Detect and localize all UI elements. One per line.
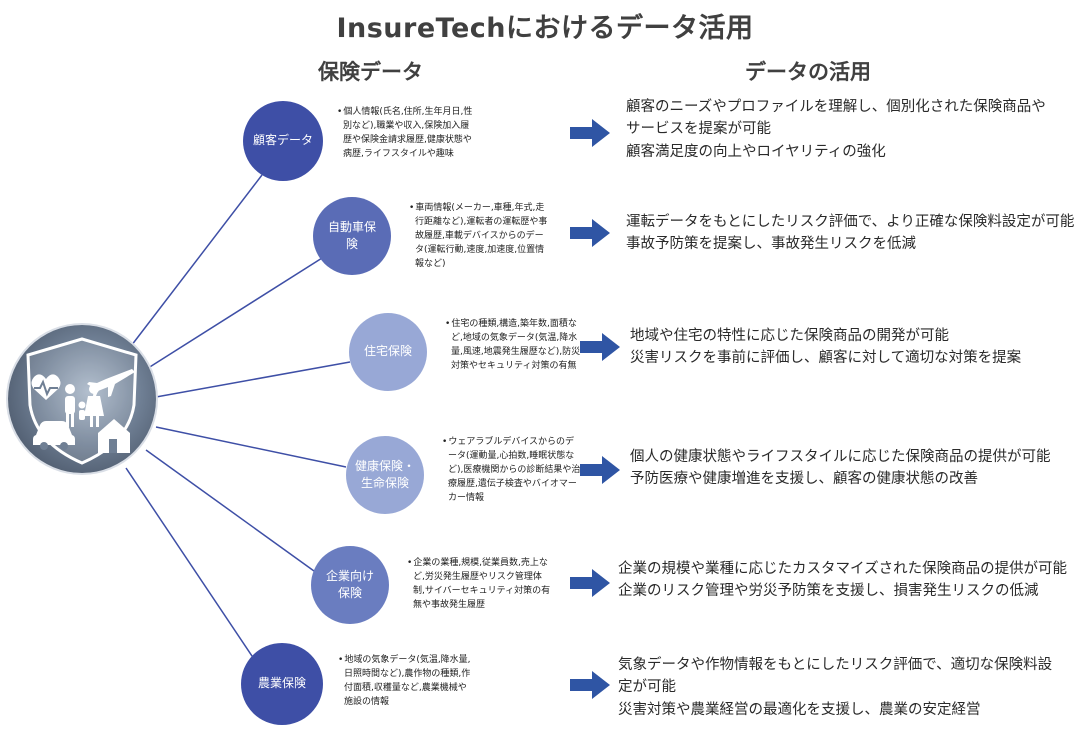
corporate-usage: 企業の規模や業種に応じたカスタマイズされた保険商品の提供が可能 企業のリスク管理… [618, 558, 1067, 603]
usage-line: 運転データをもとにしたリスク評価で、より正確な保険料設定が可能 [626, 214, 1075, 230]
node-customer-data: 顧客データ [243, 101, 323, 181]
usage-line: 災害リスクを事前に評価し、顧客に対して適切な対策を提案 [630, 350, 1022, 367]
usage-line: 顧客のニーズやプロファイルを理解し、個別化された保険商品や [626, 99, 1046, 115]
customer-data-description: 個人情報(氏名,住所,生年月日,性別など),職業や収入,保険加入履歴や保険金請求… [335, 106, 475, 162]
usage-line: 予防医療や健康増進を支援し、顧客の健康状態の改善 [630, 471, 978, 488]
auto-insurance-usage: 運転データをもとにしたリスク評価で、より正確な保険料設定が可能 事故予防策を提案… [626, 211, 1074, 256]
heart-icon [31, 374, 61, 400]
connector-line [144, 252, 331, 371]
connector-line [127, 174, 263, 351]
node-corporate-insurance: 企業向け 保険 [311, 546, 389, 624]
insurance-hub-image [8, 325, 156, 473]
arrow-right-icon [570, 569, 610, 597]
connector-line [145, 449, 315, 572]
health-life-usage: 個人の健康状態やライフスタイルに応じた保険商品の提供が可能 予防医療や健康増進を… [630, 446, 1051, 491]
usage-line: 地域や住宅の特性に応じた保険商品の開発が可能 [630, 328, 949, 344]
usage-line: 事故予防策を提案し、事故発生リスクを低減 [626, 236, 916, 253]
auto-insurance-description: 車両情報(メーカー,車種,年式,走行距離など),運転者の運転歴や事故履歴,車載デ… [407, 202, 549, 272]
node-label: 住宅保険 [363, 344, 412, 359]
usage-line: 企業のリスク管理や労災予防策を支援し、損害発生リスクの低減 [618, 583, 1039, 600]
agriculture-description: 地域の気象データ(気温,降水量,日照時間など),農作物の種類,作付面積,収穫量な… [336, 654, 474, 710]
arrow-right-icon [580, 333, 620, 361]
arrow-right-icon [580, 456, 620, 484]
usage-line: 災害対策や農業経営の最適化を支援し、農業の安定経営 [618, 701, 981, 718]
node-agriculture-insurance: 農業保険 [241, 643, 323, 725]
node-label: 農業保険 [257, 676, 306, 691]
arrow-right-icon [570, 219, 610, 247]
house-icon [98, 419, 130, 453]
usage-line: 個人の健康状態やライフスタイルに応じた保険商品の提供が可能 [630, 449, 1051, 465]
node-health-life-insurance: 健康保険・ 生命保険 [346, 436, 424, 514]
node-home-insurance: 住宅保険 [349, 313, 427, 391]
home-insurance-description: 住宅の種類,構造,築年数,面積など,地域の気象データ(気温,降水量,風速,地震発… [443, 318, 585, 374]
usage-line: 企業の規模や業種に応じたカスタマイズされた保険商品の提供が可能 [618, 561, 1068, 577]
node-label: 自動車保 険 [327, 219, 376, 251]
usage-line: 気象データや作物情報をもとにしたリスク評価で、適切な保険料設 [618, 657, 1053, 673]
header-data-usage: データの活用 [745, 60, 871, 84]
node-label: 企業向け 保険 [325, 568, 374, 600]
airplane-icon [87, 369, 135, 397]
page-title: InsureTechにおけるデータ活用 [336, 13, 754, 44]
home-insurance-usage: 地域や住宅の特性に応じた保険商品の開発が可能 災害リスクを事前に評価し、顧客に対… [630, 325, 1021, 370]
usage-line: 顧客満足度の向上やロイヤリティの強化 [626, 143, 886, 160]
car-icon [33, 421, 75, 450]
customer-data-usage: 顧客のニーズやプロファイルを理解し、個別化された保険商品や サービスを提案が可能… [626, 96, 1046, 163]
node-auto-insurance: 自動車保 険 [313, 197, 391, 275]
shield-icon [26, 337, 138, 465]
health-life-description: ウェアラブルデバイスからのデータ(運動量,心拍数,睡眠状態など),医療機関からの… [440, 436, 582, 506]
connector-line [125, 467, 257, 663]
connector-line [155, 426, 347, 468]
usage-line: サービスを提案が可能 [626, 121, 771, 138]
arrow-right-icon [570, 119, 610, 147]
agriculture-usage: 気象データや作物情報をもとにしたリスク評価で、適切な保険料設 定が可能 災害対策… [618, 654, 1052, 721]
header-insurance-data: 保険データ [318, 60, 423, 84]
corporate-description: 企業の業種,規模,従業員数,売上など,労災発生履歴やリスク管理体制,サイバーセキ… [405, 557, 551, 613]
node-label: 健康保険・ 生命保険 [354, 458, 415, 490]
arrow-right-icon [570, 671, 610, 699]
usage-line: 定が可能 [618, 679, 676, 696]
family-icon [65, 384, 104, 427]
connector-line [155, 361, 351, 398]
node-label: 顧客データ [252, 133, 313, 148]
